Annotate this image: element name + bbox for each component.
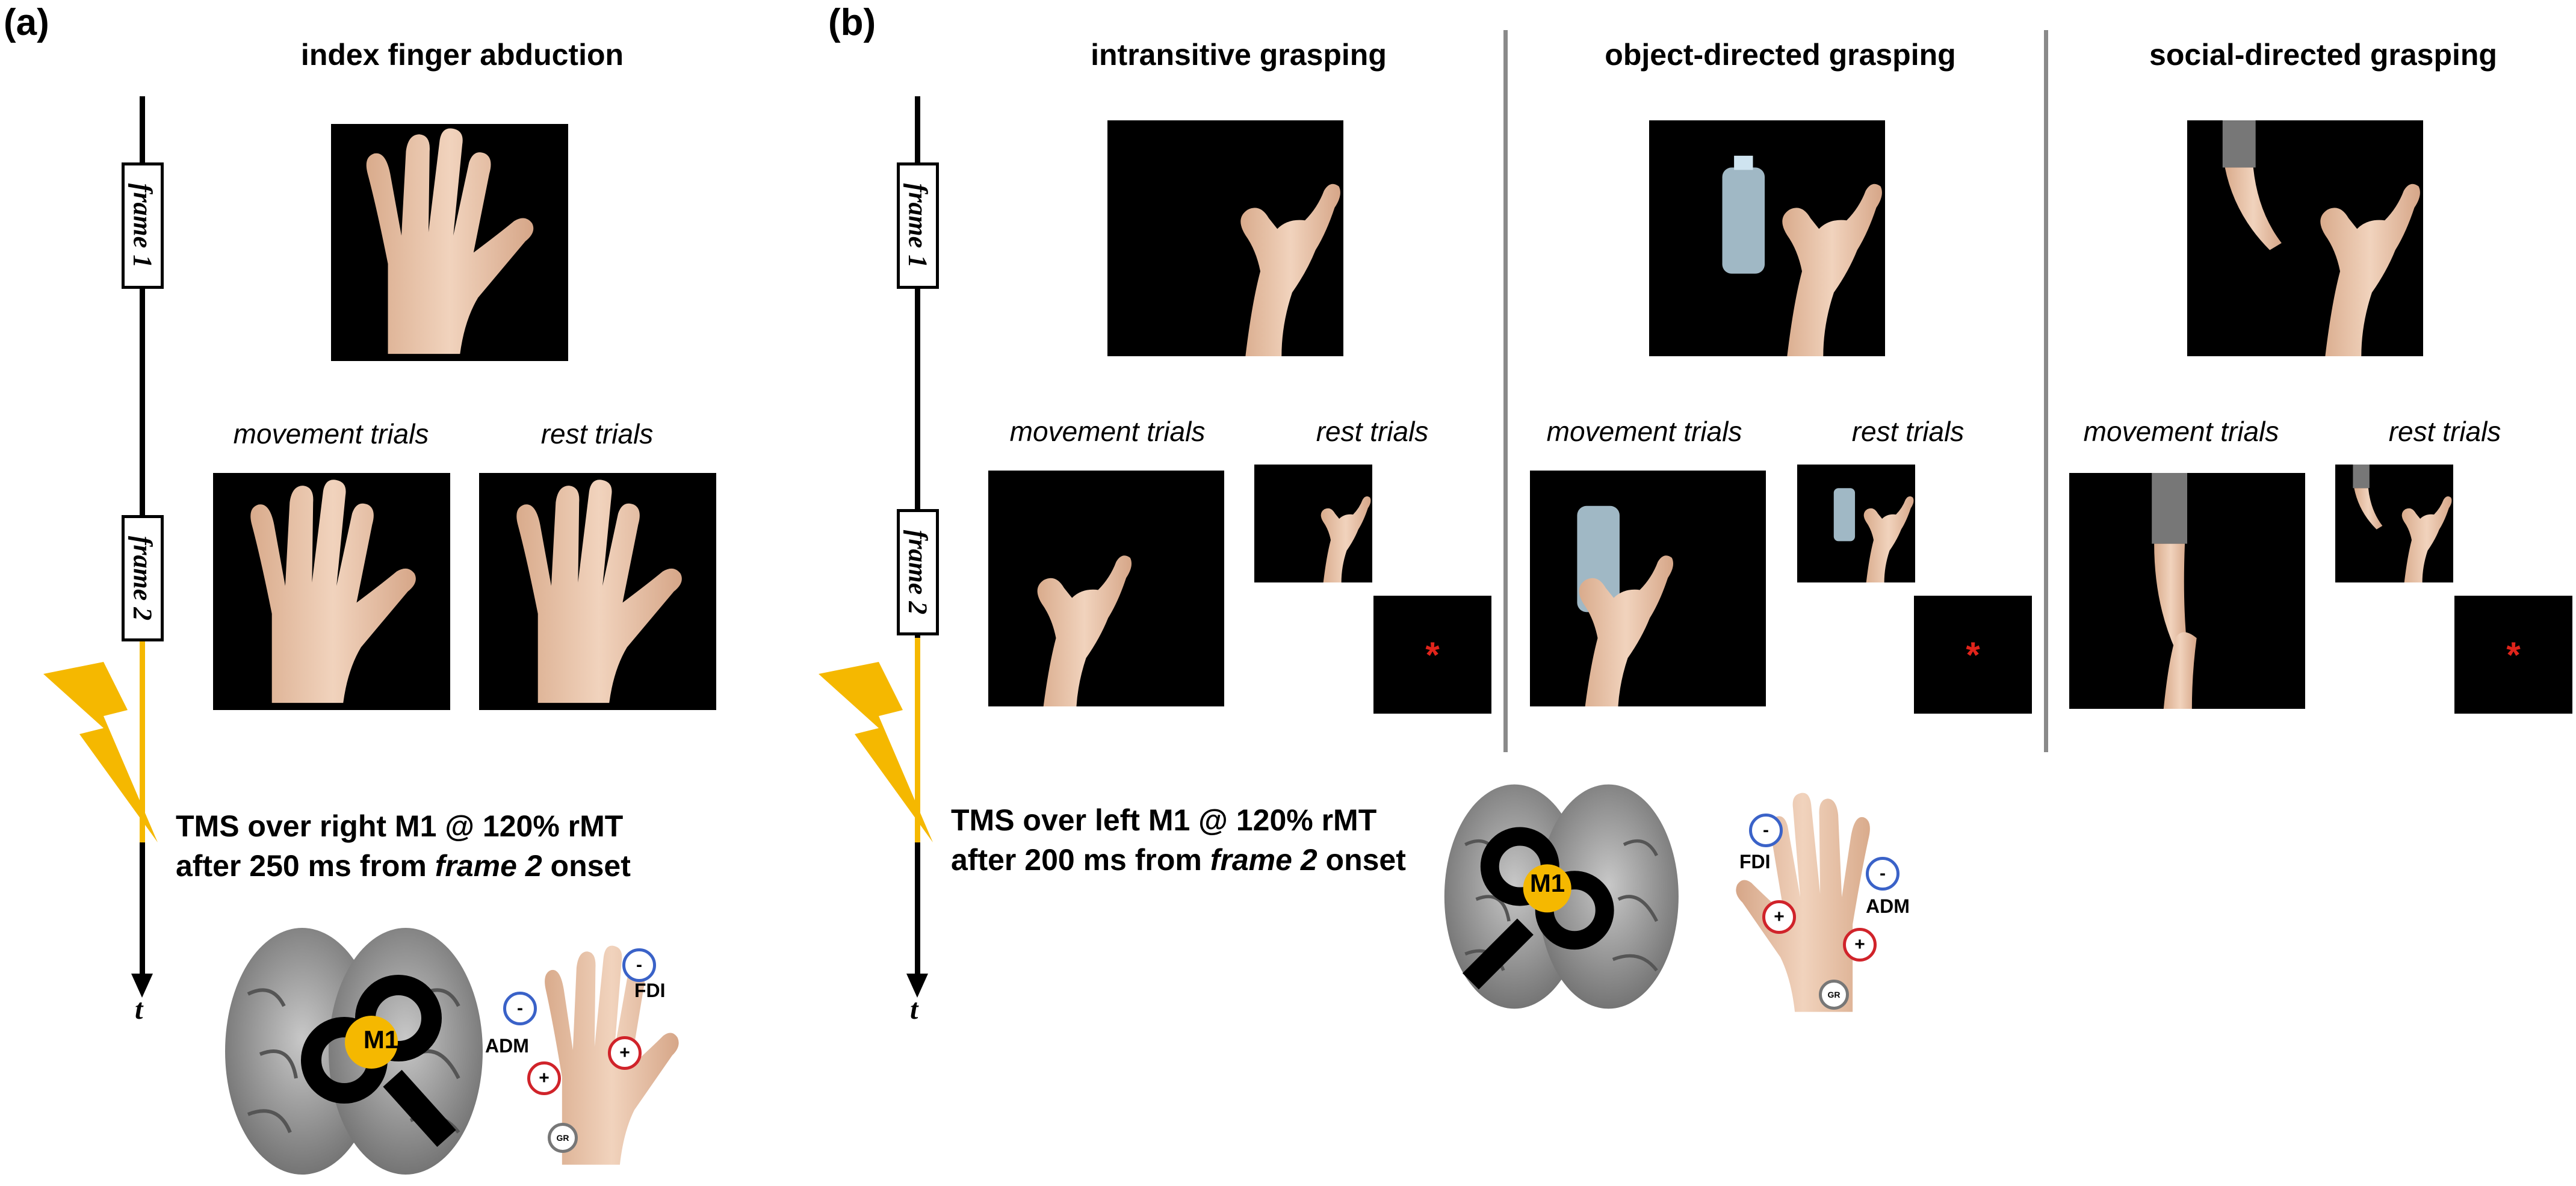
rest-photo-a bbox=[479, 473, 716, 710]
fdi-negative-electrode-b: - bbox=[1749, 814, 1783, 847]
frame-2-label-a: frame 2 bbox=[128, 536, 158, 621]
adm-negative-electrode-a: - bbox=[503, 992, 537, 1025]
panel-a-letter: (a) bbox=[4, 2, 49, 43]
tms-line1-b: TMS over left M1 @ 120% rMT bbox=[951, 803, 1377, 837]
timeline-a-black bbox=[140, 96, 145, 638]
fdi-positive-electrode-a: + bbox=[608, 1036, 642, 1070]
tms-pulse-icon-b bbox=[819, 662, 933, 842]
brain-icon-b bbox=[1444, 784, 1679, 1009]
grasp-hand-image bbox=[1037, 555, 1132, 706]
fixation-cross: * bbox=[2506, 634, 2521, 675]
adm-positive-electrode-b: + bbox=[1843, 928, 1877, 962]
timeline-a-yellow bbox=[140, 638, 145, 842]
coil-marker-a bbox=[345, 1016, 398, 1069]
fdi-label-a: FDI bbox=[634, 980, 666, 1001]
abducted-hand-image bbox=[250, 480, 416, 703]
tms-line2-a: after 250 ms from frame 2 onset bbox=[176, 849, 631, 883]
frame-2-box-a: frame 2 bbox=[122, 515, 164, 641]
open-hand-image bbox=[366, 128, 534, 354]
condition-1-rest-frame1-photo bbox=[1254, 465, 1372, 582]
condition-2-frame1-photo bbox=[1649, 120, 1885, 356]
movement-photo-a bbox=[213, 473, 450, 710]
resting-hand-image bbox=[516, 480, 682, 703]
condition-2-rest-label: rest trials bbox=[1851, 416, 1965, 447]
m1-label-a: M1 bbox=[363, 1025, 399, 1054]
adm-positive-electrode-a: + bbox=[527, 1061, 561, 1095]
time-label-a: t bbox=[135, 993, 143, 1025]
grasp-hand-image bbox=[1321, 496, 1371, 582]
condition-2-movement-label: movement trials bbox=[1546, 416, 1742, 447]
condition-3-frame1-photo bbox=[2187, 120, 2423, 356]
tms-description-b: TMS over left M1 @ 120% rMT after 200 ms… bbox=[951, 800, 1406, 880]
tms-line2-b: after 200 ms from frame 2 onset bbox=[951, 843, 1406, 877]
timeline-b-black-lower bbox=[915, 842, 920, 975]
social-grasp-image bbox=[2152, 473, 2197, 709]
time-label-b: t bbox=[910, 993, 918, 1025]
timeline-b-yellow bbox=[915, 638, 920, 842]
frame1-photo-a bbox=[331, 124, 568, 361]
condition-1-frame1-photo bbox=[1107, 120, 1343, 356]
condition-3-rest-frame1-photo bbox=[2335, 465, 2453, 582]
timeline-b-arrowhead bbox=[906, 974, 928, 998]
brain-icon-a bbox=[225, 928, 483, 1175]
condition-3-rest-label: rest trials bbox=[2388, 416, 2501, 447]
movement-label-a: movement trials bbox=[233, 418, 429, 449]
adm-label-a: ADM bbox=[485, 1035, 529, 1057]
panel-a-title: index finger abduction bbox=[300, 38, 624, 72]
frame-2-label-b: frame 2 bbox=[903, 530, 933, 615]
coil-marker-b bbox=[1523, 864, 1571, 913]
m1-label-b: M1 bbox=[1529, 869, 1565, 897]
adm-label-b: ADM bbox=[1866, 895, 1910, 917]
condition-3-movement-photo bbox=[2069, 473, 2305, 709]
condition-2-movement-photo bbox=[1530, 471, 1766, 706]
condition-1-fixation-frame: * bbox=[1373, 596, 1491, 714]
condition-divider-2 bbox=[2044, 30, 2048, 752]
condition-3-movement-label: movement trials bbox=[2083, 416, 2279, 447]
frame-2-box-b: frame 2 bbox=[897, 509, 939, 635]
grasp-bottle-image bbox=[1577, 505, 1674, 706]
grasp-bottle-image bbox=[1833, 488, 1914, 582]
fixation-cross: * bbox=[1966, 634, 1980, 675]
timeline-a-black-lower bbox=[140, 842, 145, 975]
grasp-hand-image bbox=[1240, 184, 1340, 356]
condition-2-rest-frame1-photo bbox=[1797, 465, 1915, 582]
ground-electrode-b: GR bbox=[1819, 980, 1849, 1010]
condition-divider-1 bbox=[1503, 30, 1508, 752]
frame-1-label-a: frame 1 bbox=[128, 183, 158, 268]
tms-pulse-icon-a bbox=[43, 662, 158, 842]
condition-1-movement-photo bbox=[988, 471, 1224, 706]
condition-1-rest-label: rest trials bbox=[1316, 416, 1429, 447]
grasp-bottle-image bbox=[1722, 155, 1882, 356]
social-grasp-image bbox=[2353, 465, 2452, 582]
timeline-b-black bbox=[915, 96, 920, 638]
tms-description-a: TMS over right M1 @ 120% rMT after 250 m… bbox=[176, 806, 631, 886]
rest-label-a: rest trials bbox=[540, 418, 654, 449]
condition-3-fixation-frame: * bbox=[2454, 596, 2572, 714]
fdi-negative-electrode-a: - bbox=[622, 948, 656, 982]
social-grasp-image bbox=[2222, 120, 2420, 356]
fixation-cross: * bbox=[1425, 634, 1440, 675]
condition-2-title: object-directed grasping bbox=[1605, 38, 1956, 72]
frame-1-label-b: frame 1 bbox=[903, 183, 933, 268]
timeline-a-arrowhead bbox=[131, 974, 153, 998]
adm-negative-electrode-b: - bbox=[1866, 857, 1899, 891]
frame-1-box-a: frame 1 bbox=[122, 162, 164, 289]
condition-3-title: social-directed grasping bbox=[2149, 38, 2497, 72]
tms-line1-a: TMS over right M1 @ 120% rMT bbox=[176, 809, 624, 843]
fdi-positive-electrode-b: + bbox=[1762, 900, 1796, 934]
frame-1-box-b: frame 1 bbox=[897, 162, 939, 289]
fdi-label-b: FDI bbox=[1739, 851, 1771, 873]
ground-electrode-a: GR bbox=[548, 1123, 578, 1153]
condition-2-fixation-frame: * bbox=[1914, 596, 2032, 714]
condition-1-title: intransitive grasping bbox=[1091, 38, 1387, 72]
condition-1-movement-label: movement trials bbox=[1009, 416, 1206, 447]
panel-b-letter: (b) bbox=[828, 2, 876, 43]
